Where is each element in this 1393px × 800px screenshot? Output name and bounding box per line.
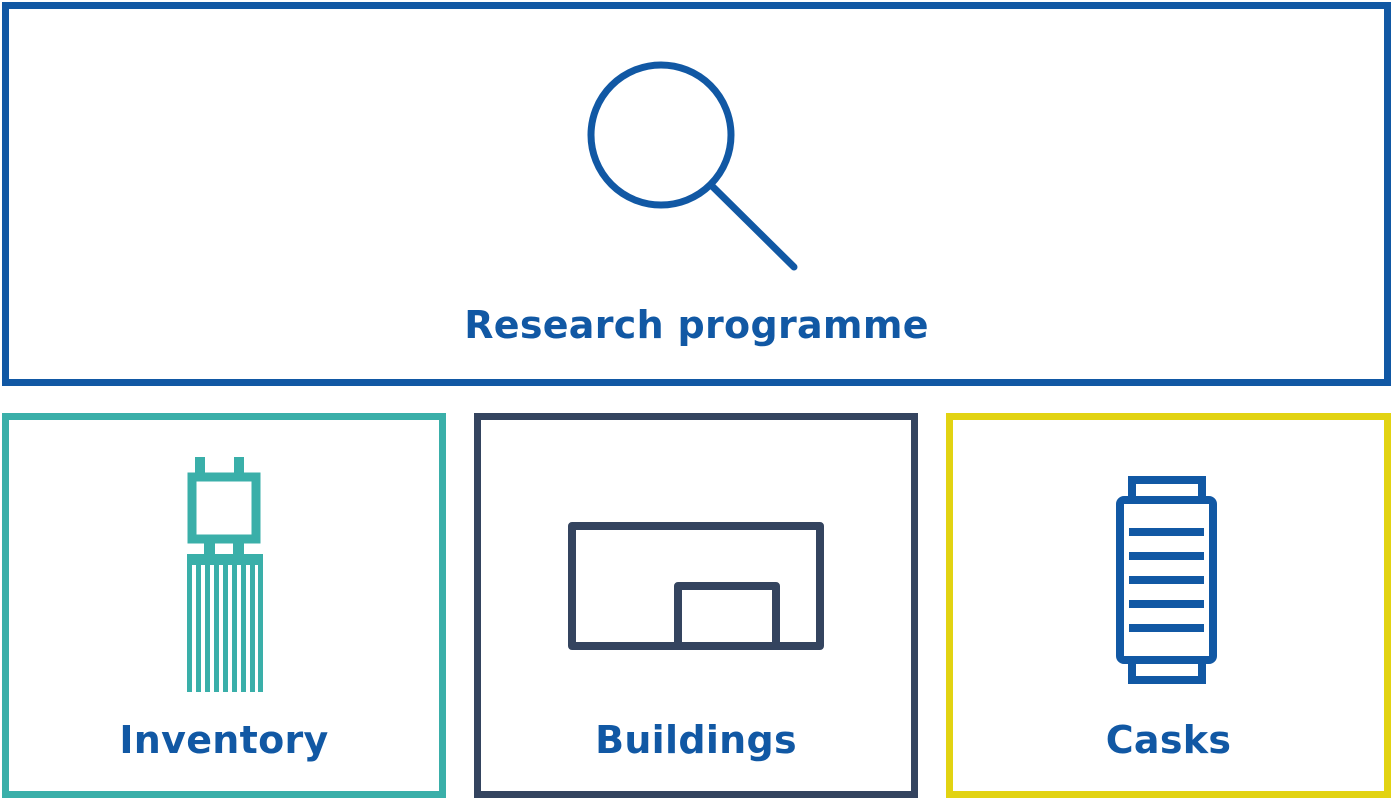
research-programme-label: Research programme [464,303,929,347]
building-icon [568,522,824,650]
buildings-panel: Buildings [474,413,918,798]
inventory-panel: Inventory [2,413,446,798]
research-programme-panel: Research programme [2,2,1391,386]
inventory-label: Inventory [119,718,329,762]
fuel-assembly-icon [187,457,263,692]
casks-label: Casks [1105,718,1232,762]
casks-panel: Casks [946,413,1391,798]
buildings-label: Buildings [595,718,797,762]
cask-icon [1116,476,1217,684]
magnifier-icon [587,61,798,271]
